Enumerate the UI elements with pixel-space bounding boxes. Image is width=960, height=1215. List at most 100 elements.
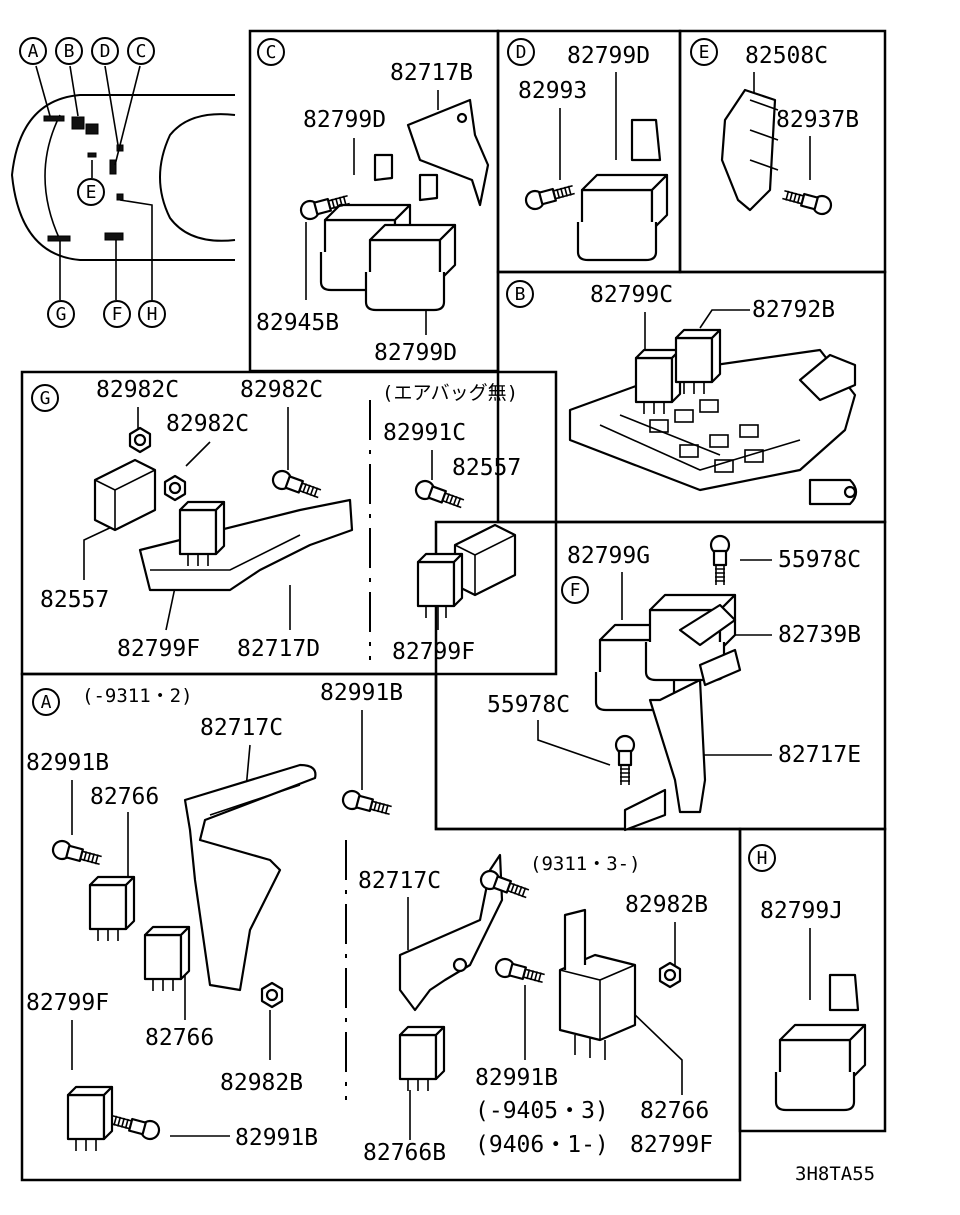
panel-a-key: A — [41, 692, 52, 713]
locator-key-g: G — [47, 300, 75, 328]
part-82982b-label: 82982B — [220, 1070, 303, 1096]
panel-a-date-range: (-9311・2) — [82, 685, 193, 707]
relay-82766-bottom — [143, 925, 191, 993]
part-82557-label: 82557 — [40, 587, 109, 613]
relay-82799d-right — [364, 223, 457, 312]
panel-g-key: G — [40, 388, 51, 409]
part-82717b-label: 82717B — [390, 60, 473, 86]
relay-82799d — [576, 173, 669, 262]
late-row-1-range: (-9405・3) — [475, 1098, 609, 1124]
part-82799j-label: 82799J — [760, 898, 843, 924]
part-82799d-label-bottom: 82799D — [374, 340, 457, 366]
nut-82982b — [260, 981, 284, 1009]
locator-mark-g — [47, 235, 71, 242]
locator-key-d: D — [91, 37, 119, 65]
panel-e: E 82508C 82937B — [690, 38, 859, 218]
relay-82766-late — [558, 908, 637, 1060]
locator-mark-b — [71, 116, 85, 130]
panel-g: G 82982C 82982C 82982C 82557 82799F 8271… — [31, 377, 521, 665]
bolt-82991b-bottom — [107, 1109, 163, 1143]
svg-text:H: H — [147, 304, 158, 325]
panel-d-key: D — [516, 42, 527, 63]
part-82766-label-top: 82766 — [90, 784, 159, 810]
panel-a: A (-9311・2) 82991B 82717C 82991B 82766 8… — [26, 680, 713, 1166]
part-82937b-label: 82937B — [776, 107, 859, 133]
nut-82982c-3 — [163, 474, 187, 502]
part-82982c-label-1: 82982C — [96, 377, 179, 403]
locator-key-a: A — [19, 37, 47, 65]
late-row-2-part: 82799F — [630, 1132, 713, 1158]
part-82799d-label-top: 82799D — [303, 107, 386, 133]
part-82991b-label-bottom: 82991B — [235, 1125, 318, 1151]
relay-82799f-airbag — [416, 552, 464, 620]
part-82792b-label: 82792B — [752, 297, 835, 323]
locator-key-b: B — [55, 37, 83, 65]
part-82799f-label: 82799F — [117, 636, 200, 662]
panel-h-frame — [738, 827, 887, 1133]
bracket-82717e-shape — [648, 678, 707, 814]
module-82557 — [93, 458, 157, 532]
locator-key-f: F — [103, 300, 131, 328]
part-82717c-late-label: 82717C — [358, 868, 441, 894]
bolt-82982c-2 — [269, 467, 324, 504]
part-82799f-airbag-label: 82799F — [392, 639, 475, 665]
part-82982c-label-3: 82982C — [166, 411, 249, 437]
part-82717d-label: 82717D — [237, 636, 320, 662]
panel-d: D 82799D 82993 — [507, 38, 669, 262]
part-82799f-label: 82799F — [26, 990, 109, 1016]
part-82982b-late-label: 82982B — [625, 892, 708, 918]
locator-car-diagram — [10, 65, 236, 300]
panel-e-key: E — [699, 42, 710, 63]
part-82991c-label: 82991C — [383, 420, 466, 446]
svg-text:B: B — [64, 41, 75, 62]
svg-text:D: D — [100, 41, 111, 62]
panel-f: F 82799G 55978C 82739B 55978C 82717E — [487, 534, 861, 832]
airbag-note: (エアバッグ無) — [382, 382, 518, 404]
part-82508c-label: 82508C — [745, 43, 828, 69]
locator-key-c: C — [127, 37, 155, 65]
part-82766-label-bottom: 82766 — [145, 1025, 214, 1051]
panel-f-key: F — [570, 580, 581, 601]
bolt-82937b — [779, 184, 835, 218]
part-82799c-label: 82799C — [590, 282, 673, 308]
relay-82766b — [398, 1025, 446, 1093]
late-row-2-range: (9406・1-) — [475, 1132, 609, 1158]
part-82993-label: 82993 — [518, 78, 587, 104]
svg-text:E: E — [86, 182, 97, 203]
bracket-82717c-shape — [183, 763, 317, 992]
bolt-82991b-late — [492, 955, 548, 989]
locator-key-h: H — [138, 300, 166, 328]
late-row-1-part: 82766 — [640, 1098, 709, 1124]
part-82991b-label-top: 82991B — [320, 680, 403, 706]
part-82799g-label: 82799G — [567, 543, 650, 569]
bracket-82508c-shape — [720, 88, 777, 212]
locator-mark-e — [87, 152, 97, 158]
svg-text:C: C — [136, 41, 147, 62]
part-82717e-label: 82717E — [778, 742, 861, 768]
part-82991b-late-label: 82991B — [475, 1065, 558, 1091]
svg-text:G: G — [56, 304, 67, 325]
relay-82799f — [66, 1085, 114, 1153]
locator-mark-c — [109, 159, 117, 175]
panel-b: B 82799C 82792B — [506, 280, 858, 506]
relay-82799j — [774, 1023, 867, 1112]
module-82557-airbag — [453, 523, 517, 597]
part-82799d-label: 82799D — [567, 43, 650, 69]
bolt-82991b-top — [339, 787, 395, 821]
bracket-82717d-shape — [138, 498, 354, 592]
bolt-82991b-left — [49, 837, 105, 871]
part-82766b-label: 82766B — [363, 1140, 446, 1166]
bolt-82991c — [412, 477, 467, 514]
panel-h-key: H — [757, 848, 768, 869]
svg-text:A: A — [28, 41, 39, 62]
part-82717c-label: 82717C — [200, 715, 283, 741]
part-82557-airbag-label: 82557 — [452, 455, 521, 481]
panel-h: H 82799J — [748, 844, 867, 1112]
part-55978c-label-bottom: 55978C — [487, 692, 570, 718]
diagram-code: 3H8TA55 — [795, 1163, 875, 1185]
panel-c-key: C — [266, 42, 277, 63]
part-82982c-label-2: 82982C — [240, 377, 323, 403]
panel-a-late-date-range: (9311・3-) — [530, 853, 641, 875]
panel-c: C 82717B 82799D 82945B 82799D — [256, 38, 490, 366]
